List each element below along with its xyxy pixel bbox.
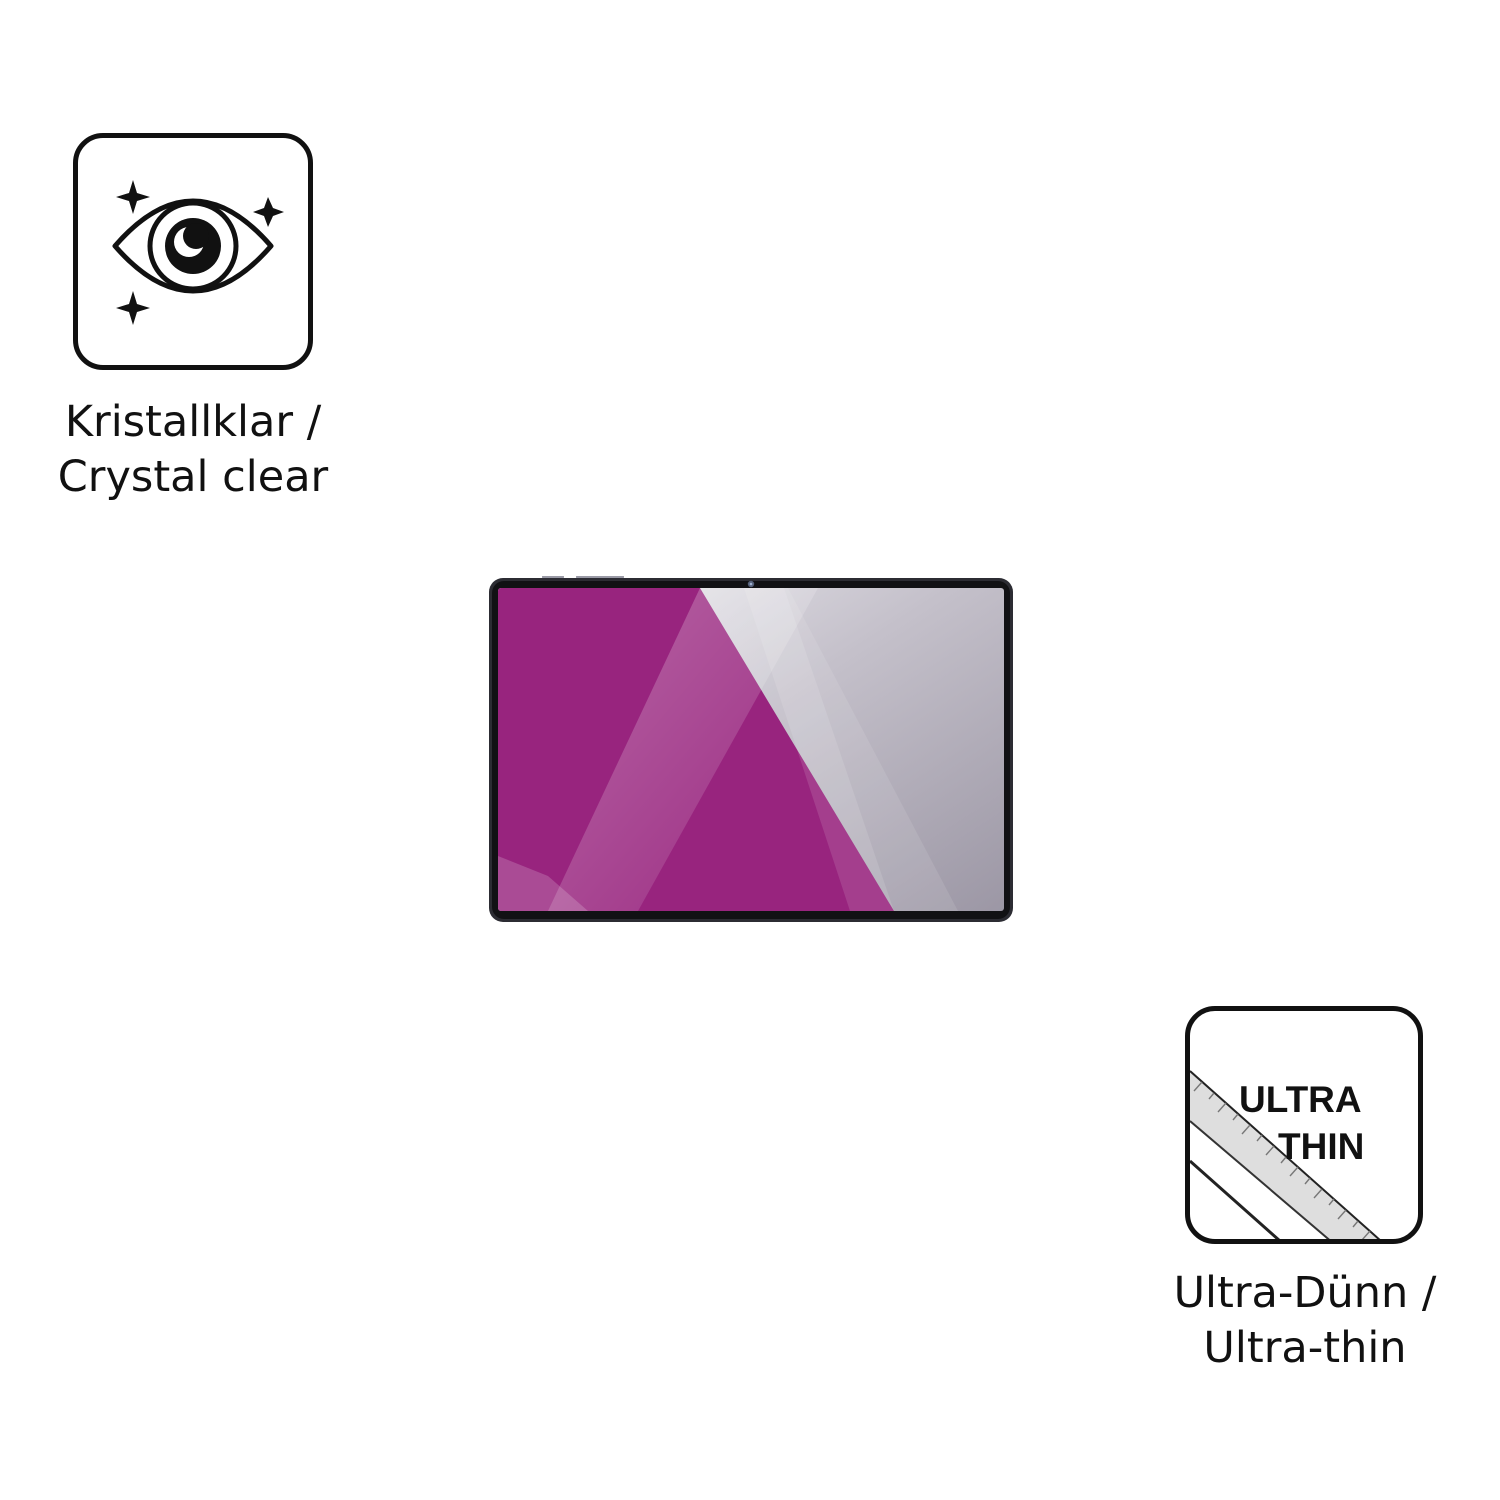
tablet-image — [489, 576, 1013, 922]
crystal-clear-caption: Kristallklar / Crystal clear — [30, 395, 356, 505]
ultra-label: ULTRA — [1239, 1079, 1362, 1120]
tablet-with-screen-protector — [488, 576, 1014, 923]
ultra-thin-caption-de: Ultra-Dünn / — [1173, 1268, 1437, 1318]
ruler-film-icon — [1190, 1070, 1381, 1239]
crystal-clear-badge — [73, 133, 313, 370]
thin-label: THIN — [1278, 1126, 1365, 1167]
ultra-thin-badge: ULTRA THIN — [1185, 1006, 1423, 1244]
ultra-thin-caption: Ultra-Dünn / Ultra-thin — [1140, 1266, 1470, 1376]
crystal-clear-caption-en: Crystal clear — [57, 452, 329, 502]
crystal-clear-caption-de: Kristallklar / — [64, 397, 322, 447]
ultra-thin-caption-en: Ultra-thin — [1203, 1323, 1407, 1373]
sparkle-eye-icon — [112, 180, 284, 325]
